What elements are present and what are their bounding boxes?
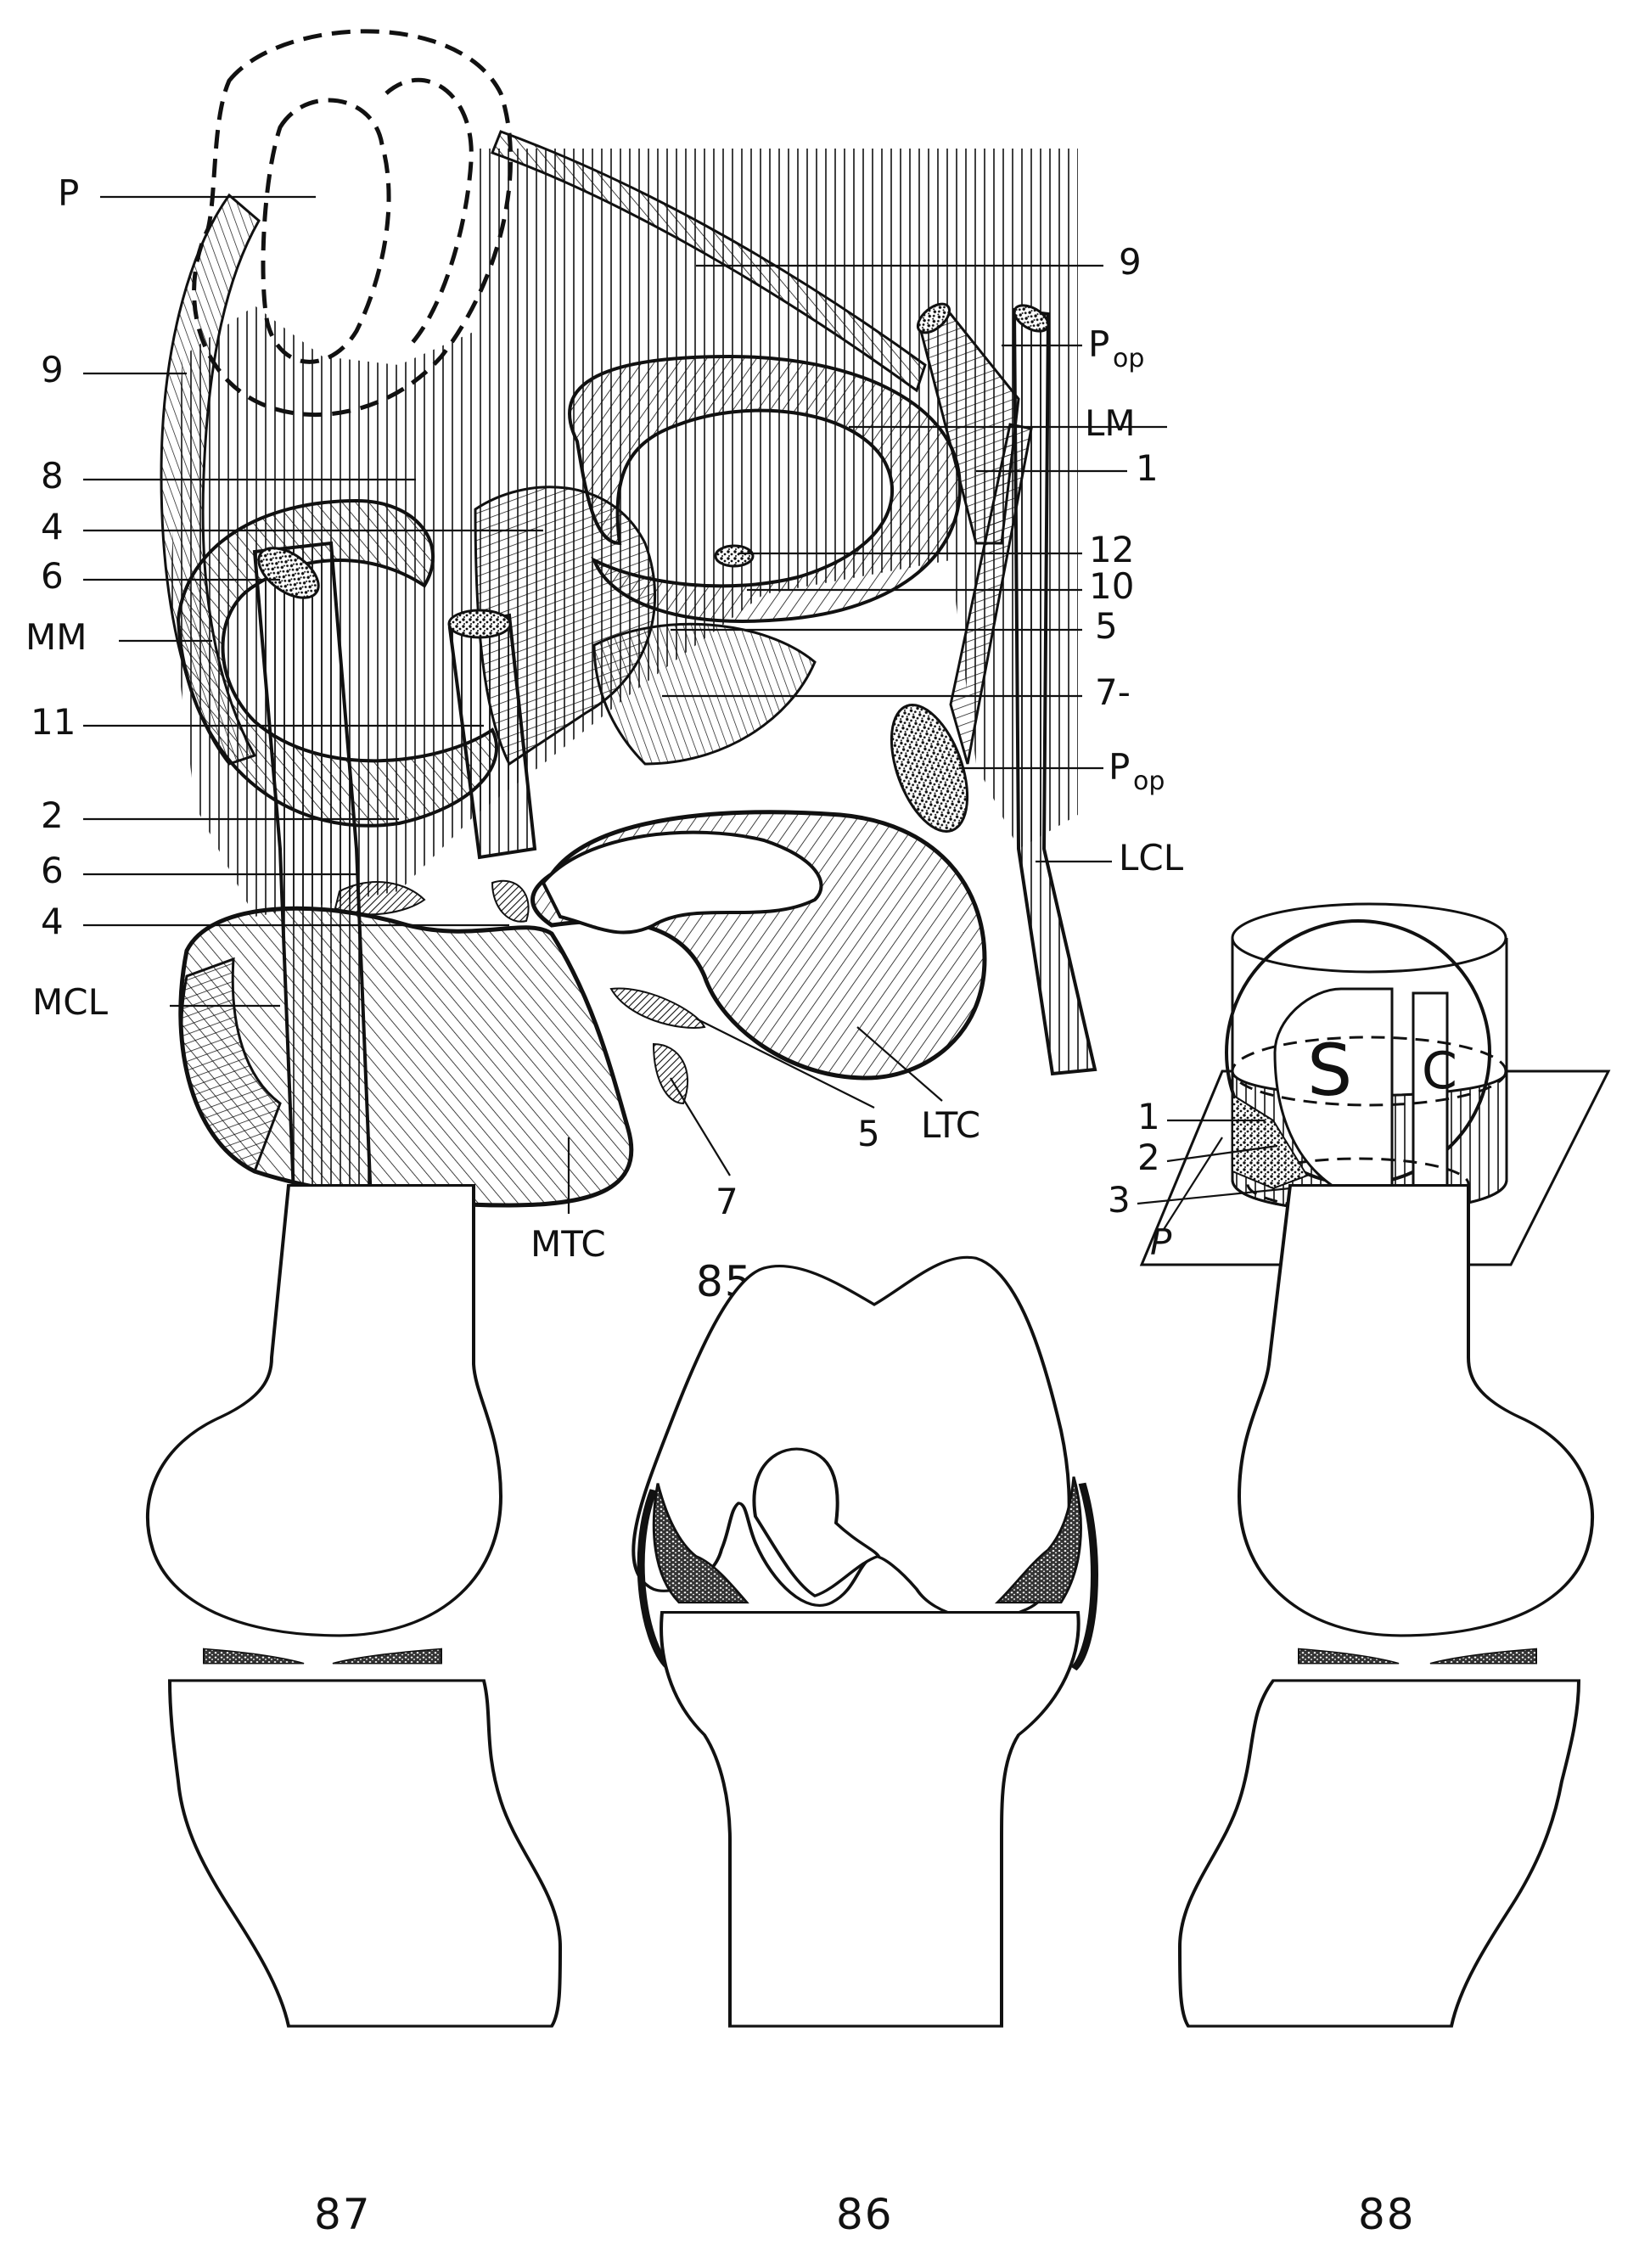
meniscus-87-left (203, 1648, 305, 1665)
label-5-right: 5 (1095, 605, 1118, 647)
cruciate-ligament-stump (447, 609, 537, 860)
figure-number-87: 87 (314, 2190, 372, 2239)
insertion-5 (609, 987, 706, 1029)
label-MM: MM (25, 616, 87, 658)
label-12: 12 (1089, 529, 1134, 570)
label-S: S (1307, 1029, 1352, 1112)
femur-87 (145, 1183, 503, 1637)
mcl-stump (257, 547, 320, 599)
equator-dashed (1231, 1036, 1507, 1107)
label-4-lower: 4 (41, 901, 64, 942)
meniscus-86-right (994, 1476, 1082, 1604)
label-6-upper: 6 (41, 555, 64, 597)
insertion-6 (334, 881, 426, 916)
label-LTC: LTC (921, 1104, 980, 1146)
label-MCL: MCL (32, 981, 109, 1023)
cylinder-top (1231, 902, 1507, 974)
insertion-4 (491, 879, 530, 923)
label-11: 11 (31, 701, 76, 743)
label-4-upper: 4 (41, 506, 64, 547)
label-2: 2 (41, 794, 64, 836)
label-Pop-mid: P (1109, 746, 1130, 788)
lcl-stump (1013, 304, 1050, 333)
label-7-bottom: 7 (716, 1181, 738, 1222)
tibia-88 (1177, 1679, 1581, 2028)
patella-inner-outline (261, 98, 391, 364)
figure-number-86: 86 (836, 2190, 894, 2239)
insertion-7 (652, 1042, 688, 1105)
label-Pop-mid-sub: op (1133, 766, 1165, 796)
label-10: 10 (1089, 565, 1134, 607)
meniscus-87-right (332, 1648, 442, 1665)
tibia-86 (660, 1611, 1081, 2028)
meniscus-88-left (1298, 1648, 1400, 1665)
label-84-2: 2 (1137, 1137, 1160, 1178)
figure-87-drawing (145, 1183, 563, 2028)
label-84-1: 1 (1137, 1096, 1160, 1137)
meniscus-86-left (652, 1483, 749, 1604)
label-MTC: MTC (530, 1223, 606, 1265)
ligament-9-top (491, 130, 927, 393)
label-C: C (1422, 1041, 1457, 1101)
stipple-wedge (1232, 1093, 1309, 1190)
label-P: P (58, 172, 79, 214)
femur-88 (1237, 1183, 1595, 1637)
popliteus-cut-section (890, 704, 969, 833)
figure-85-leaders (83, 195, 1167, 1214)
tibial-medial-bulge (180, 957, 282, 1174)
patella-inner-outline-2 (384, 77, 474, 350)
figure-88-drawing (1177, 1183, 1595, 2028)
meniscus-88-right (1429, 1648, 1537, 1665)
label-84-3: 3 (1108, 1179, 1131, 1221)
popliteus-tendon-lower (949, 423, 1033, 765)
label-5-bottom: 5 (857, 1113, 880, 1154)
lateral-condyle-opening (541, 830, 823, 935)
capsule-86 (637, 1482, 1098, 1671)
posterior-horn-region (592, 622, 817, 766)
tibia-87 (167, 1679, 563, 2028)
figure-number-88: 88 (1358, 2190, 1416, 2239)
label-LCL: LCL (1119, 837, 1184, 879)
figure-86-drawing (631, 1255, 1098, 2028)
label-6-lower: 6 (41, 850, 64, 891)
label-84-P: P (1150, 1221, 1172, 1263)
figure-85-labels: P 9 9 P op LM 1 8 4 6 12 MM 10 5 7- 11 P… (25, 172, 1184, 1306)
lateral-collateral-ligament (1012, 307, 1097, 1076)
label-LM: LM (1085, 402, 1136, 444)
popliteus-stump-top (916, 302, 951, 334)
label-9-left: 9 (41, 349, 64, 390)
patella-outline (192, 29, 514, 418)
intercondylar-notch-86 (752, 1447, 881, 1597)
label-1: 1 (1136, 447, 1159, 489)
label-7-right: 7- (1095, 671, 1131, 713)
label-8: 8 (41, 455, 64, 497)
figure-85-drawing (160, 29, 1097, 1284)
figure-84-drawing (1137, 902, 1611, 1266)
ligament-stump-12 (714, 544, 755, 568)
label-Pop-top-sub: op (1113, 344, 1144, 373)
label-9-top: 9 (1119, 241, 1142, 283)
label-Pop-top: P (1088, 323, 1109, 365)
